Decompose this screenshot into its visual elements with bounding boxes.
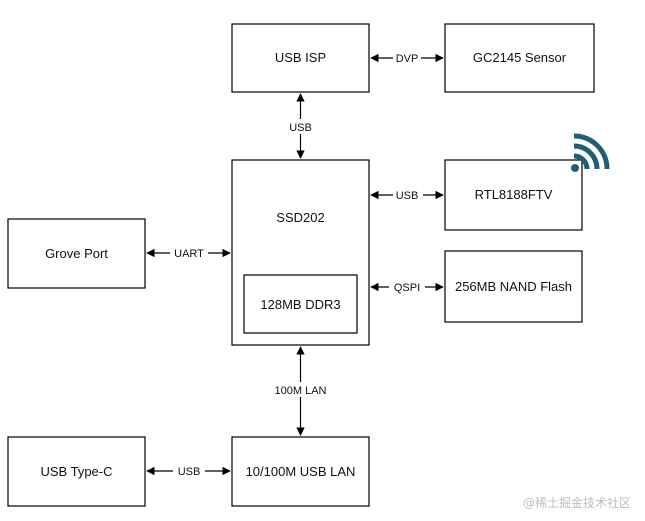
link-grove-soc-label: UART (174, 248, 204, 260)
block-rtl8188ftv-label: RTL8188FTV (475, 187, 553, 202)
link-isp-sensor-label: DVP (396, 53, 419, 65)
link-typec-lan-label: USB (178, 466, 201, 478)
block-gc2145-sensor-label: GC2145 Sensor (473, 50, 567, 65)
block-usb-isp-label: USB ISP (275, 50, 326, 65)
block-ssd202-label: SSD202 (276, 210, 324, 225)
link-grove-soc: UART (146, 245, 231, 260)
watermark: @稀土掘金技术社区 (522, 496, 631, 510)
block-ddr3-label: 128MB DDR3 (260, 297, 340, 312)
block-rtl8188ftv: RTL8188FTV (444, 159, 583, 231)
link-isp-soc-label: USB (289, 122, 312, 134)
link-typec-lan: USB (146, 463, 231, 478)
block-usb-type-c-label: USB Type-C (40, 464, 112, 479)
link-soc-wifi: USB (370, 187, 444, 202)
block-nand-flash: 256MB NAND Flash (444, 250, 583, 323)
wifi-icon (571, 133, 610, 172)
link-soc-nand: QSPI (370, 279, 444, 294)
block-usb-type-c: USB Type-C (7, 436, 146, 507)
link-isp-sensor: DVP (370, 50, 444, 65)
block-grove-port: Grove Port (7, 218, 146, 289)
block-usb-lan: 10/100M USB LAN (231, 436, 370, 507)
block-nand-flash-label: 256MB NAND Flash (455, 279, 572, 294)
block-gc2145-sensor: GC2145 Sensor (444, 23, 595, 93)
link-isp-soc: USB (286, 93, 316, 159)
block-usb-lan-label: 10/100M USB LAN (246, 464, 356, 479)
block-ddr3: 128MB DDR3 (243, 274, 358, 334)
link-soc-nand-label: QSPI (394, 282, 420, 294)
link-soc-lan-label: 100M LAN (275, 385, 327, 397)
link-soc-lan: 100M LAN (270, 346, 331, 436)
block-usb-isp: USB ISP (231, 23, 370, 93)
block-grove-port-label: Grove Port (45, 246, 108, 261)
link-soc-wifi-label: USB (396, 190, 419, 202)
